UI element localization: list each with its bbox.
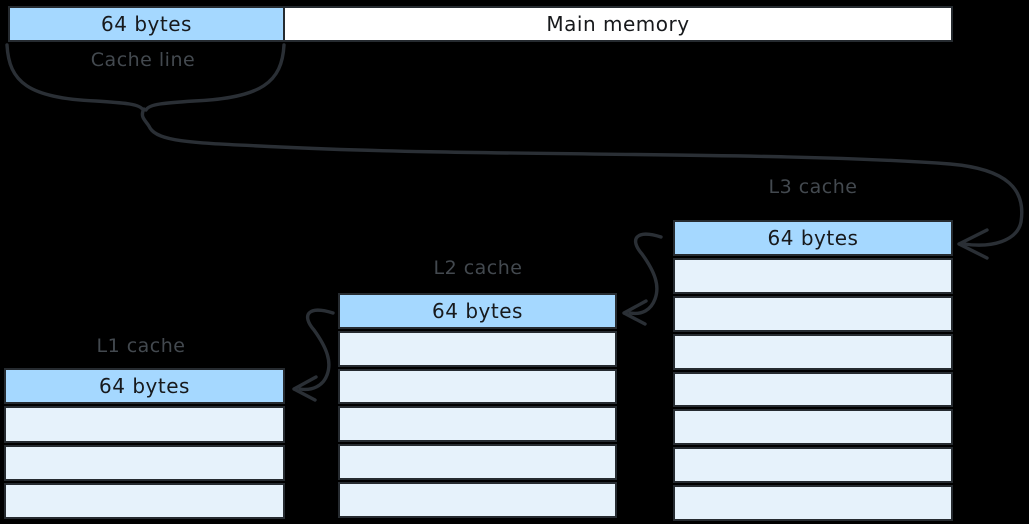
l1-cache-stack: 64 bytes xyxy=(4,368,285,519)
cache-empty-row xyxy=(338,482,617,518)
cache-empty-row xyxy=(338,406,617,443)
l1-cache-line-label: 64 bytes xyxy=(99,374,190,399)
cache-empty-row xyxy=(673,485,953,521)
cache-empty-row xyxy=(338,368,617,405)
l2-cache-line-label: 64 bytes xyxy=(432,298,523,323)
arrow-l3-to-l2 xyxy=(628,232,663,316)
cache-empty-row xyxy=(4,444,285,481)
main-memory-cache-line-segment: 64 bytes xyxy=(8,6,285,42)
l2-cache-stack: 64 bytes xyxy=(338,293,617,518)
cache-empty-row xyxy=(673,371,953,408)
main-memory-label: Main memory xyxy=(546,12,690,36)
cache-line-callout-label: Cache line xyxy=(90,49,196,71)
cache-empty-row xyxy=(673,447,953,484)
l1-cache-label: L1 cache xyxy=(96,335,186,357)
l3-cache-label: L3 cache xyxy=(768,176,858,198)
l2-cache-line-row: 64 bytes xyxy=(338,293,617,329)
cache-empty-row xyxy=(338,330,617,367)
cache-empty-row xyxy=(4,406,285,443)
cache-empty-row xyxy=(338,444,617,481)
arrow-l2-to-l1 xyxy=(298,308,335,392)
cache-empty-row xyxy=(4,482,285,519)
main-memory-cache-line-label: 64 bytes xyxy=(101,12,192,36)
cache-empty-row xyxy=(673,257,953,294)
cache-empty-row xyxy=(673,409,953,446)
arrow-l3-to-l2-head xyxy=(622,299,648,326)
arrow-cache-line-to-l3-head xyxy=(957,228,989,260)
main-memory-bar: Main memory xyxy=(283,6,953,42)
l2-cache-label: L2 cache xyxy=(433,257,523,279)
l1-cache-line-row: 64 bytes xyxy=(4,368,285,405)
cache-empty-row xyxy=(673,295,953,332)
l3-cache-line-label: 64 bytes xyxy=(767,225,859,250)
l3-cache-line-row: 64 bytes xyxy=(673,220,953,256)
l3-cache-stack: 64 bytes xyxy=(673,220,953,521)
arrow-l2-to-l1-head xyxy=(292,375,318,402)
cache-empty-row xyxy=(673,333,953,370)
